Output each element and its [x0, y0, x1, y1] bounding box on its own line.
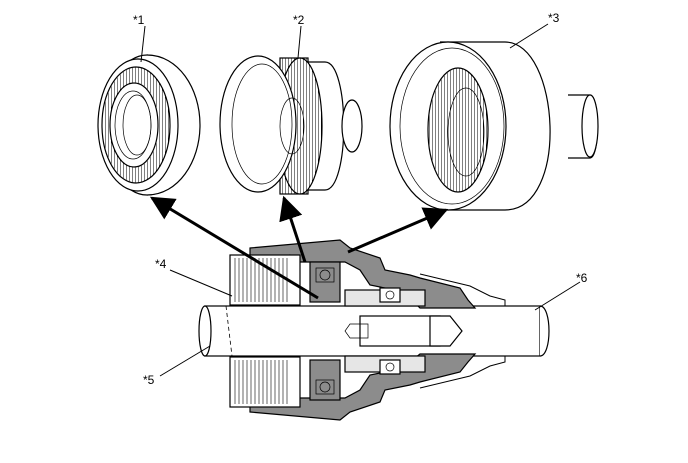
output-shaft — [198, 305, 550, 357]
bearing-part-1 — [97, 54, 201, 196]
explode-arrows — [149, 195, 449, 300]
callout-label-6: *6 — [576, 271, 588, 285]
callout-label-2: *2 — [293, 13, 305, 27]
arrow-to-part-3 — [347, 207, 449, 254]
drum-part-2 — [219, 55, 363, 195]
leader-lines — [140, 23, 581, 377]
callout-label-5: *5 — [143, 373, 155, 387]
callout-label-3: *3 — [548, 11, 560, 25]
arrow-to-part-1 — [149, 196, 319, 300]
callout-label-4: *4 — [155, 257, 167, 271]
arrow-to-part-2 — [279, 195, 307, 263]
housing-part-3 — [389, 41, 599, 211]
callout-label-1: *1 — [133, 13, 145, 27]
